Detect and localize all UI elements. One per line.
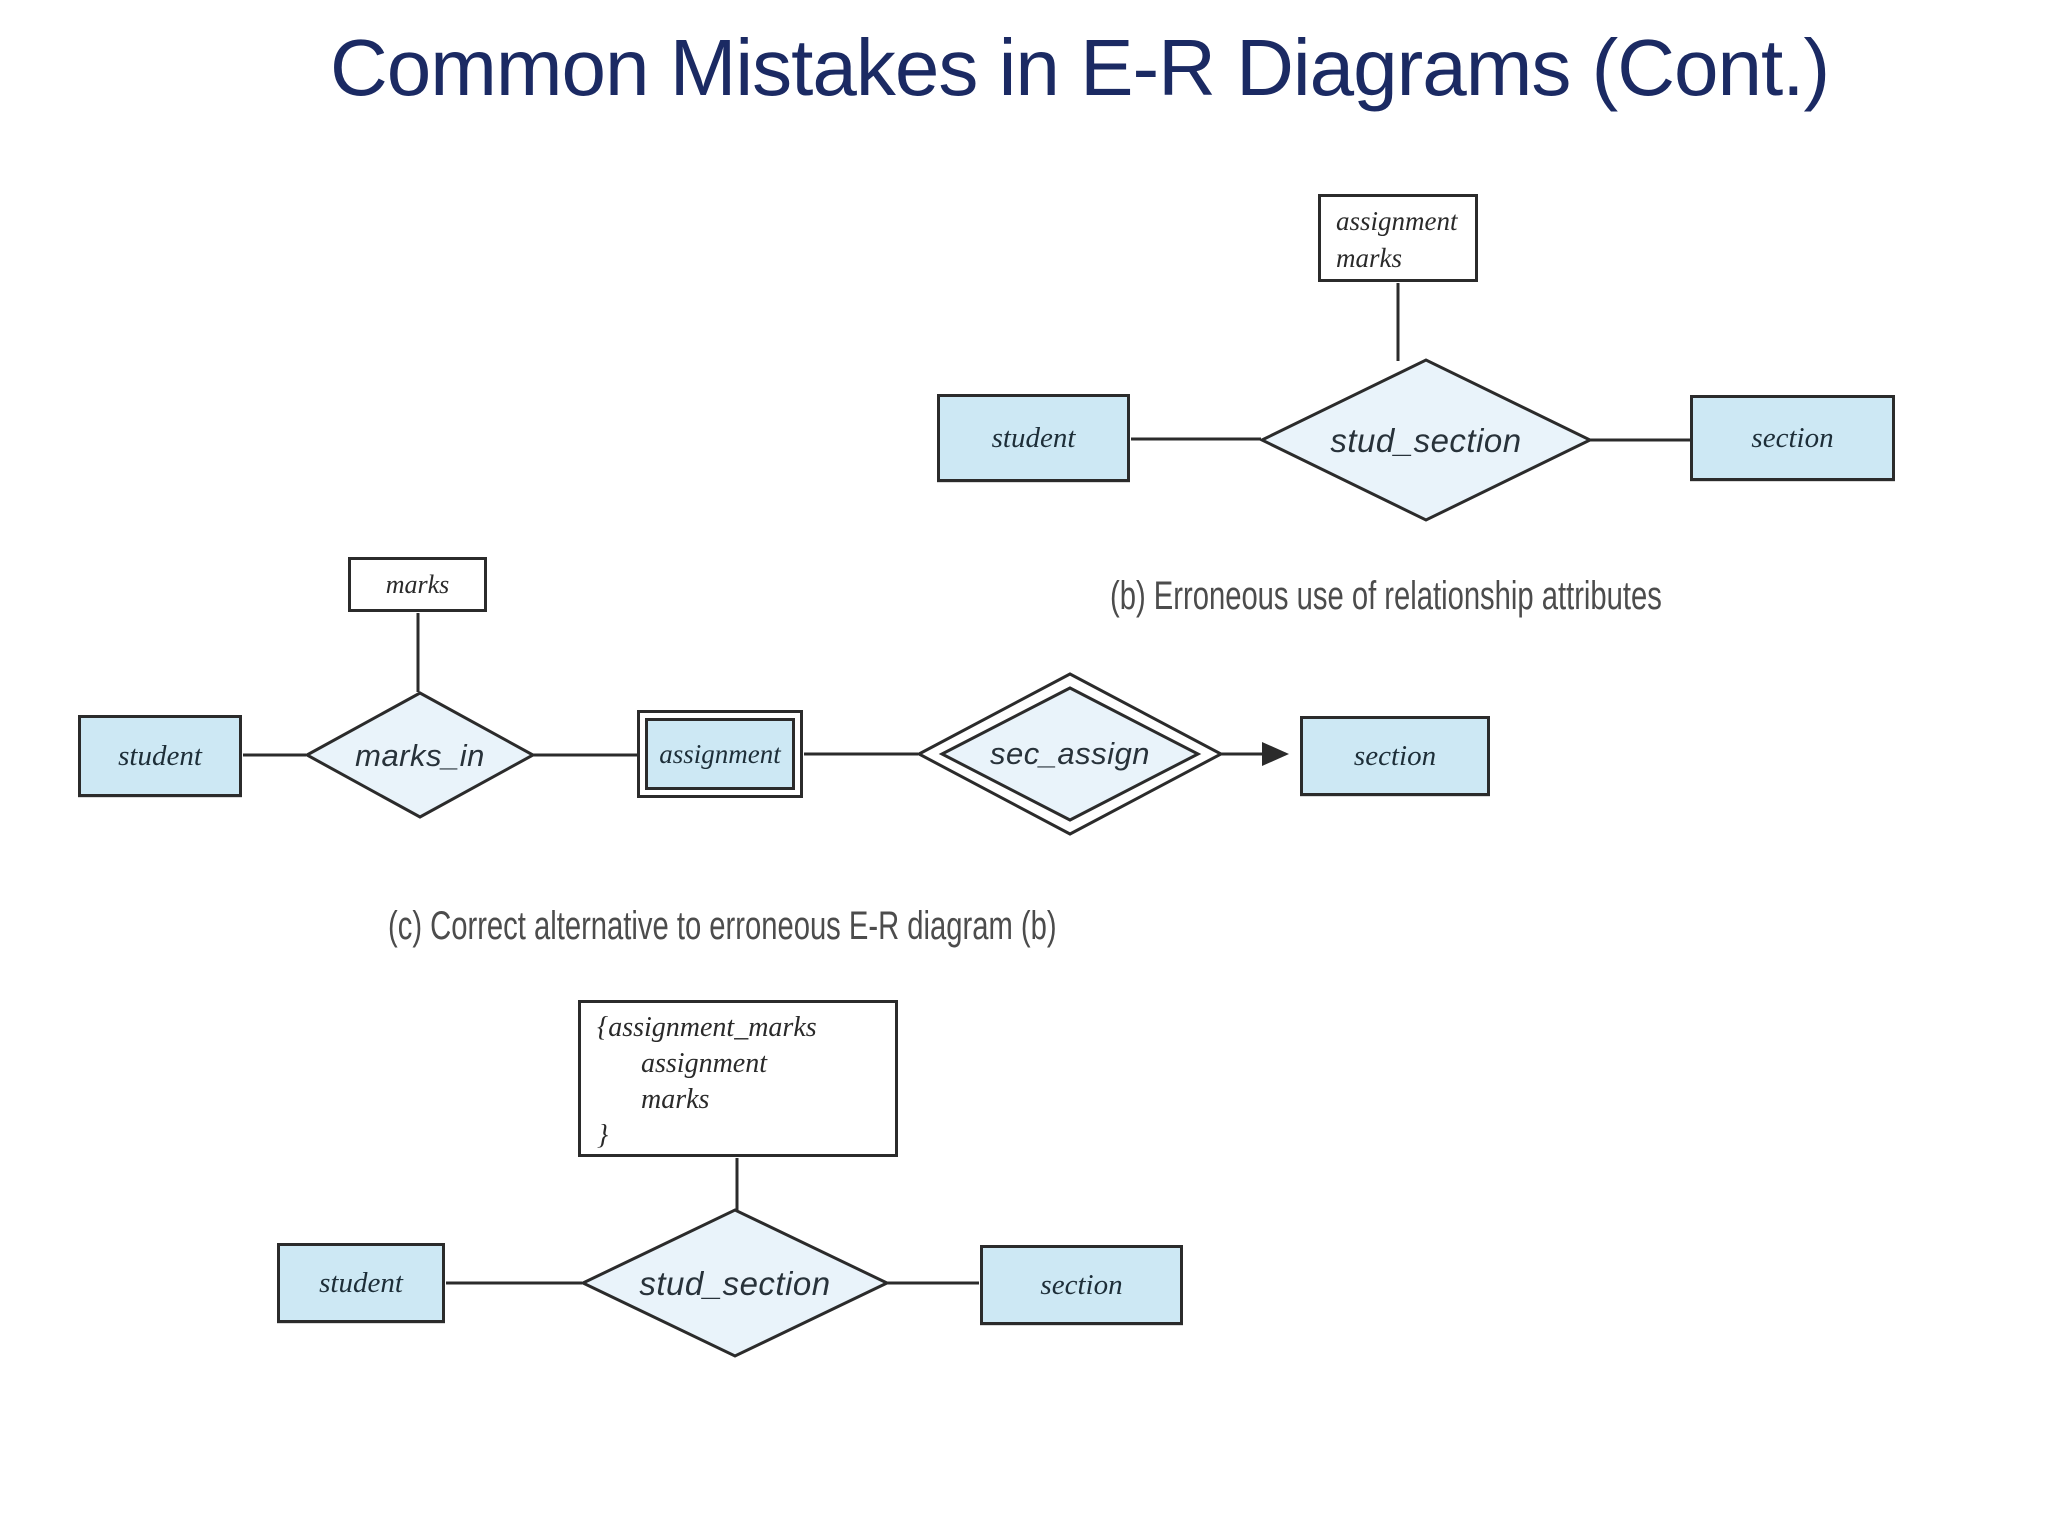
d-stud-section-diamond	[579, 1208, 891, 1358]
c-marks-in-diamond	[303, 691, 537, 819]
b-stud-section-diamond	[1258, 358, 1594, 522]
d-attribute-line-4: }	[597, 1120, 609, 1151]
c-caption-text: (c) Correct alternative to erroneous E-R…	[388, 904, 1057, 948]
d-attribute-box: {assignment_marks assignment marks }	[578, 1000, 898, 1157]
d-entity-student: student	[277, 1243, 445, 1323]
c-relationship1-label: marks_in	[355, 738, 485, 773]
b-caption-text: (b) Erroneous use of relationship attrib…	[1110, 574, 1662, 618]
d-attribute-line-1: {assignment_marks	[597, 1012, 817, 1043]
c-caption: (c) Correct alternative to erroneous E-R…	[388, 904, 1304, 949]
c-relationship2-label: sec_assign	[989, 736, 1151, 771]
c-entity-section: section	[1300, 716, 1490, 796]
d-entity-section: section	[980, 1245, 1183, 1325]
slide-title: Common Mistakes in E-R Diagrams (Cont.)	[330, 23, 1830, 112]
d-attribute-line-2: assignment	[641, 1048, 767, 1079]
c-attribute-label: marks	[385, 569, 450, 599]
c-sec-assign-diamond-inner	[938, 686, 1202, 822]
c-entity-student: student	[78, 715, 242, 797]
b-entity-student: student	[937, 394, 1130, 482]
c-weak-entity-assignment: assignment	[637, 710, 803, 798]
b-attribute-box: assignment marks	[1318, 194, 1478, 282]
d-relationship-label: stud_section	[639, 1265, 831, 1302]
d-attribute-line-3: marks	[641, 1084, 710, 1115]
c-weak-entity-assignment-inner: assignment	[645, 718, 795, 790]
b-caption: (b) Erroneous use of relationship attrib…	[1110, 574, 1866, 619]
c-attribute-box: marks	[348, 557, 487, 612]
b-entity-section: section	[1690, 395, 1895, 481]
b-relationship-label: stud_section	[1330, 422, 1522, 459]
b-attribute-line-2: marks	[1336, 243, 1402, 273]
b-attribute-line-1: assignment	[1336, 206, 1458, 236]
